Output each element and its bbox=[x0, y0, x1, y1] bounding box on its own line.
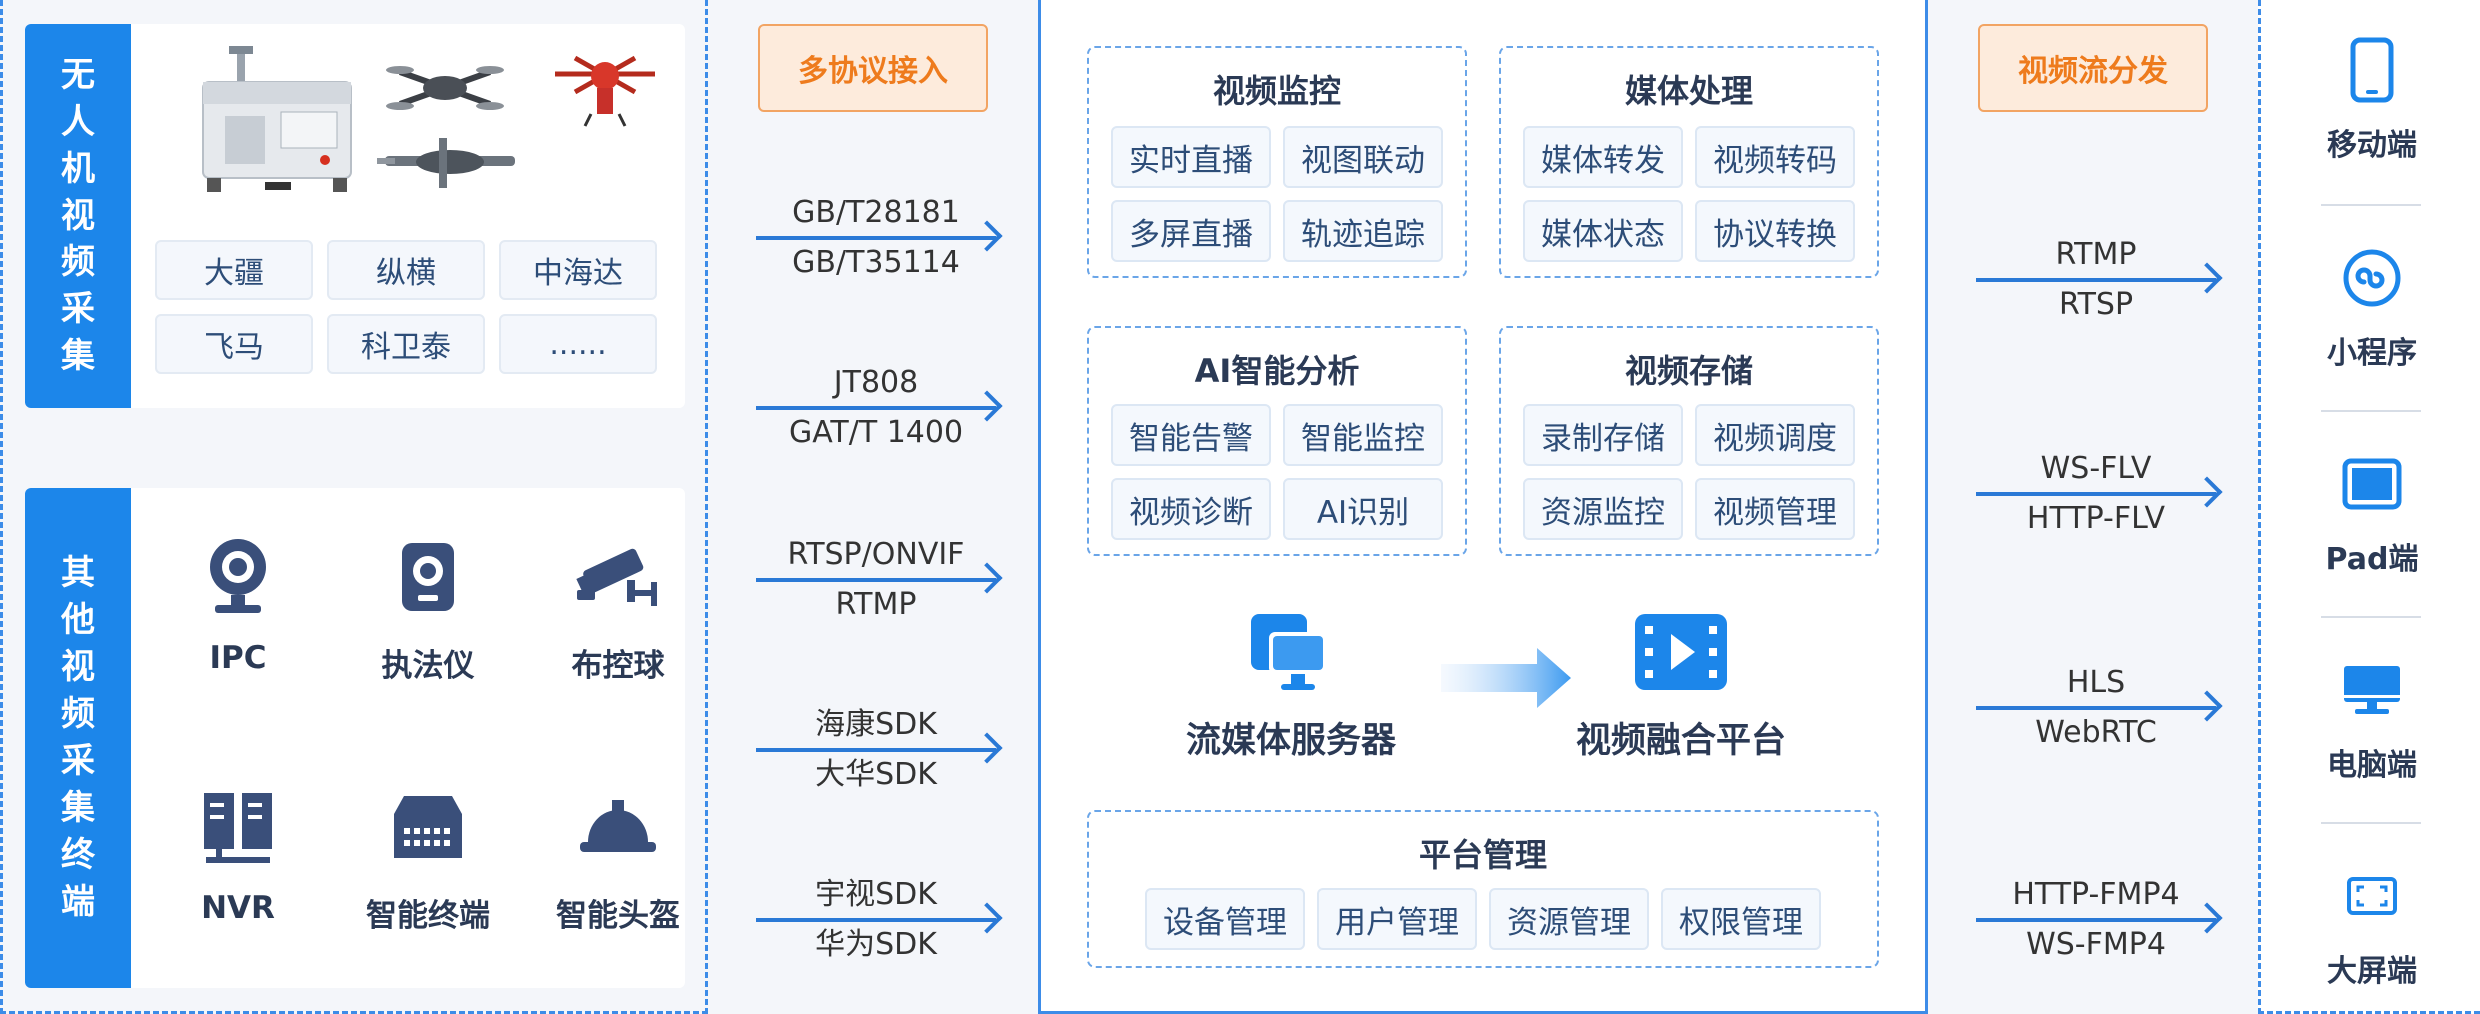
terminal-smart-device: 智能终端 bbox=[333, 782, 523, 935]
module-video-monitoring: 视频监控 实时直播 视图联动 多屏直播 轨迹追踪 bbox=[1087, 46, 1467, 278]
feature-chip: 视图联动 bbox=[1283, 126, 1443, 188]
tablet-icon bbox=[2261, 444, 2480, 524]
platform-panel: 视频监控 实时直播 视图联动 多屏直播 轨迹追踪 媒体处理 媒体转发 视频转码 … bbox=[1038, 0, 1928, 1014]
body-camera-icon bbox=[333, 532, 523, 622]
arrow-right-icon bbox=[756, 406, 996, 410]
ingest-protocol-group: JT808 GAT/T 1400 bbox=[756, 358, 996, 458]
terminal-ipc: IPC bbox=[143, 532, 333, 676]
feature-chip: 实时直播 bbox=[1111, 126, 1271, 188]
fusion-platform-label: 视频融合平台 bbox=[1575, 721, 1786, 761]
webcam-icon bbox=[143, 532, 333, 622]
terminal-dome-camera: 布控球 bbox=[523, 532, 685, 685]
uav-group-card: 无人机视频采集 bbox=[25, 24, 685, 408]
feature-chip: 设备管理 bbox=[1145, 888, 1305, 950]
feature-chip: 轨迹追踪 bbox=[1283, 200, 1443, 262]
divider bbox=[2321, 204, 2421, 206]
arrow-right-icon bbox=[756, 748, 996, 752]
divider bbox=[2321, 410, 2421, 412]
brand-chip: 大疆 bbox=[155, 240, 313, 300]
module-media-processing: 媒体处理 媒体转发 视频转码 媒体状态 协议转换 bbox=[1499, 46, 1879, 278]
arrow-right-icon bbox=[756, 236, 996, 240]
divider bbox=[2321, 616, 2421, 618]
feature-chip: 用户管理 bbox=[1317, 888, 1477, 950]
endpoint-pad: Pad端 bbox=[2261, 444, 2480, 578]
mini-program-icon bbox=[2261, 238, 2480, 318]
endpoint-mini-program: 小程序 bbox=[2261, 238, 2480, 372]
helmet-icon bbox=[523, 782, 685, 872]
surveillance-camera-icon bbox=[523, 532, 685, 622]
distribute-protocol-group: HTTP-FMP4 WS-FMP4 bbox=[1976, 870, 2216, 970]
arrow-right-icon bbox=[1976, 492, 2216, 496]
smartphone-icon bbox=[2261, 30, 2480, 110]
feature-chip: 视频诊断 bbox=[1111, 478, 1271, 540]
terminal-smart-helmet: 智能头盔 bbox=[523, 782, 685, 935]
other-group-label: 其他视频采集终端 bbox=[25, 488, 131, 988]
module-platform-management: 平台管理 设备管理 用户管理 资源管理 权限管理 bbox=[1087, 810, 1879, 968]
ingest-header: 多协议接入 bbox=[758, 24, 988, 112]
flow-arrow-icon bbox=[1441, 648, 1571, 708]
distribute-protocol-group: RTMP RTSP bbox=[1976, 230, 2216, 330]
streaming-server-label: 流媒体服务器 bbox=[1185, 721, 1396, 761]
endpoint-mobile: 移动端 bbox=[2261, 30, 2480, 164]
ingest-protocol-group: GB/T28181 GB/T35114 bbox=[756, 188, 996, 288]
feature-chip: 协议转换 bbox=[1695, 200, 1855, 262]
feature-chip: 视频调度 bbox=[1695, 404, 1855, 466]
distribute-header: 视频流分发 bbox=[1978, 24, 2208, 112]
feature-chip: AI识别 bbox=[1283, 478, 1443, 540]
server-rack-icon bbox=[143, 782, 333, 872]
terminal-body-camera: 执法仪 bbox=[333, 532, 523, 685]
feature-chip: 资源管理 bbox=[1489, 888, 1649, 950]
brand-chip: ...... bbox=[499, 314, 657, 374]
fixed-wing-drone-image bbox=[377, 138, 515, 188]
media-server-icon bbox=[1251, 614, 1327, 690]
video-platform-icon bbox=[1635, 614, 1727, 690]
arrow-right-icon bbox=[1976, 278, 2216, 282]
brand-chip: 科卫泰 bbox=[327, 314, 485, 374]
arrow-right-icon bbox=[1976, 918, 2216, 922]
module-ai-analysis: AI智能分析 智能告警 智能监控 视频诊断 AI识别 bbox=[1087, 326, 1467, 556]
brand-chip: 中海达 bbox=[499, 240, 657, 300]
arrow-right-icon bbox=[756, 918, 996, 922]
source-column: 无人机视频采集 bbox=[0, 0, 708, 1014]
endpoint-column: 移动端 小程序 Pad端 电脑端 大屏端 bbox=[2258, 0, 2480, 1014]
divider bbox=[2321, 822, 2421, 824]
brand-chip: 飞马 bbox=[155, 314, 313, 374]
quadcopter-image bbox=[386, 66, 504, 110]
feature-chip: 资源监控 bbox=[1523, 478, 1683, 540]
desktop-monitor-icon bbox=[2261, 650, 2480, 730]
ingest-protocol-group: RTSP/ONVIF RTMP bbox=[756, 530, 996, 630]
feature-chip: 多屏直播 bbox=[1111, 200, 1271, 262]
endpoint-desktop: 电脑端 bbox=[2261, 650, 2480, 784]
module-video-storage: 视频存储 录制存储 视频调度 资源监控 视频管理 bbox=[1499, 326, 1879, 556]
ingest-protocol-group: 宇视SDK 华为SDK bbox=[756, 870, 996, 970]
large-screen-icon bbox=[2261, 856, 2480, 936]
feature-chip: 权限管理 bbox=[1661, 888, 1821, 950]
feature-chip: 媒体转发 bbox=[1523, 126, 1683, 188]
drone-dock-image bbox=[202, 46, 352, 192]
feature-chip: 智能告警 bbox=[1111, 404, 1271, 466]
arrow-right-icon bbox=[1976, 706, 2216, 710]
ingest-protocol-group: 海康SDK 大华SDK bbox=[756, 700, 996, 800]
arrow-right-icon bbox=[756, 578, 996, 582]
uav-group-label: 无人机视频采集 bbox=[25, 24, 131, 408]
network-switch-icon bbox=[333, 782, 523, 872]
endpoint-large-screen: 大屏端 bbox=[2261, 856, 2480, 990]
distribute-protocol-group: HLS WebRTC bbox=[1976, 658, 2216, 758]
feature-chip: 录制存储 bbox=[1523, 404, 1683, 466]
brand-chip: 纵横 bbox=[327, 240, 485, 300]
feature-chip: 媒体状态 bbox=[1523, 200, 1683, 262]
hexacopter-image bbox=[555, 55, 655, 127]
terminal-nvr: NVR bbox=[143, 782, 333, 926]
other-terminals-card: 其他视频采集终端 IPC 执法仪 布控球 NVR bbox=[25, 488, 685, 988]
feature-chip: 视频管理 bbox=[1695, 478, 1855, 540]
distribute-protocol-group: WS-FLV HTTP-FLV bbox=[1976, 444, 2216, 544]
feature-chip: 视频转码 bbox=[1695, 126, 1855, 188]
feature-chip: 智能监控 bbox=[1283, 404, 1443, 466]
